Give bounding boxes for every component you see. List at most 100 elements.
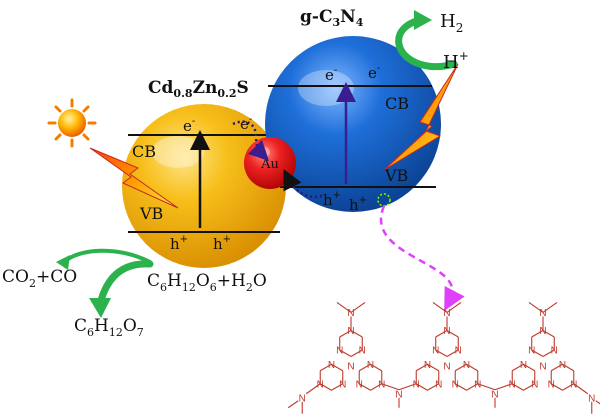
cdzns-title: Cd0.8Zn0.2S	[148, 78, 249, 100]
bond-line	[339, 349, 352, 357]
cdzns-hole-1: h+	[170, 234, 188, 253]
bond-line	[454, 363, 467, 372]
bond-line	[542, 330, 555, 338]
gcn-electron-2: e-	[368, 63, 380, 82]
bond-line	[531, 330, 544, 338]
bond-line	[550, 363, 563, 372]
bond-line	[331, 383, 344, 391]
glucose-water-label: C6H12O6+H2O	[147, 271, 267, 294]
cdzns-hole-2: h+	[213, 234, 231, 253]
gcn-hole-1: h+	[323, 190, 341, 209]
nitrogen-atom-label: N	[452, 379, 459, 390]
nitrogen-atom-label: N	[539, 308, 546, 319]
gcn-hole-2: h+	[349, 195, 367, 214]
gcn-title: g-C3N4	[300, 7, 364, 29]
nitrogen-atom-label: N	[463, 360, 470, 371]
gluconic-acid-label: C6H12O7	[74, 316, 144, 339]
hplus-label: H+	[443, 49, 469, 73]
gcn-electron-1: e-	[325, 65, 337, 84]
nitrogen-atom-label: N	[299, 393, 306, 404]
nitrogen-atom-label: N	[539, 326, 546, 337]
cdzns-title-sub2: 0.2	[217, 87, 236, 100]
structure-link-arrow	[380, 205, 465, 312]
cdzns-highlight	[152, 136, 204, 168]
lightning-bolt-right-icon	[383, 63, 459, 171]
bond-line	[432, 302, 448, 313]
bond-line	[358, 363, 371, 372]
au-label: Au	[260, 157, 279, 172]
nitrogen-atom-label: N	[548, 379, 555, 390]
bond-line	[339, 330, 352, 338]
cdzns-cb-label: CB	[132, 142, 156, 161]
nitrogen-atom-label: N	[570, 379, 577, 390]
bond-line	[550, 383, 563, 391]
bond-line	[523, 363, 536, 372]
bond-line	[562, 363, 575, 372]
gluconic-arrowhead	[89, 298, 111, 318]
h2-label: H2	[440, 11, 463, 35]
gcn-cb-label: CB	[385, 94, 409, 113]
gcn-title-n: N	[340, 7, 356, 27]
gcn-title-sub1: 3	[332, 16, 340, 29]
sun-icon	[47, 98, 97, 148]
lightning-bolt-left-icon	[89, 147, 179, 209]
nitrogen-atom-label: N	[559, 360, 566, 371]
nitrogen-atom-label: N	[339, 379, 346, 390]
nitrogen-atom-label: N	[359, 345, 366, 356]
bond-line	[319, 363, 332, 372]
cdzns-title-sub1: 0.8	[173, 87, 192, 100]
bond-line	[398, 383, 417, 391]
nitrogen-atom-label: N	[528, 345, 535, 356]
nitrogen-atom-label: N	[317, 379, 324, 390]
nitrogen-atom-label: N	[424, 360, 431, 371]
nitrogen-atom-label: N	[539, 362, 546, 373]
bond-line	[528, 302, 544, 313]
bond-line	[446, 330, 459, 338]
nitrogen-atom-label: N	[443, 326, 450, 337]
bond-line	[466, 363, 479, 372]
nitrogen-atom-label: N	[356, 379, 363, 390]
h2-evolution-arrowhead	[414, 10, 432, 30]
nitrogen-atom-label: N	[367, 360, 374, 371]
bond-line	[370, 383, 383, 391]
nitrogen-atom-label: N	[435, 379, 442, 390]
gcn-title-gc: g-C	[300, 7, 332, 27]
cdzns-title-zn: Zn	[193, 78, 218, 98]
nitrogen-atom-label: N	[455, 345, 462, 356]
bond-line	[511, 383, 524, 391]
co2-arrow	[62, 248, 152, 264]
bond-line	[305, 383, 321, 395]
nitrogen-atom-label: N	[378, 379, 385, 390]
bond-line	[350, 302, 366, 313]
bond-line	[358, 383, 371, 391]
bond-line	[531, 349, 544, 357]
nitrogen-atom-label: N	[413, 379, 420, 390]
cdzns-vb-label: VB	[139, 204, 163, 223]
bond-line	[454, 383, 467, 391]
bond-line	[331, 363, 344, 372]
nitrogen-atom-label: N	[347, 326, 354, 337]
h2-evolution-arrow	[395, 16, 458, 71]
bond-line	[542, 349, 555, 357]
bond-line	[446, 302, 462, 313]
bond-line	[350, 349, 363, 357]
bond-line	[350, 330, 363, 338]
bond-line	[370, 363, 383, 372]
nitrogen-atom-label: N	[395, 389, 402, 400]
bond-line	[427, 363, 440, 372]
bond-line	[435, 349, 448, 357]
co2-arrowhead	[56, 255, 70, 270]
nitrogen-atom-label: N	[491, 389, 498, 400]
cdzns-electron-2: e-	[240, 114, 252, 133]
hole-transfer-path	[283, 169, 323, 199]
gcn-vb-label: VB	[384, 166, 408, 185]
bond-line	[494, 383, 513, 391]
gcn-sphere	[265, 36, 441, 212]
cdzns-title-s: S	[236, 78, 248, 98]
bond-line	[477, 383, 496, 391]
nitrogen-atom-label: N	[474, 379, 481, 390]
bond-line	[511, 363, 524, 372]
electron-transfer-path	[232, 120, 270, 162]
